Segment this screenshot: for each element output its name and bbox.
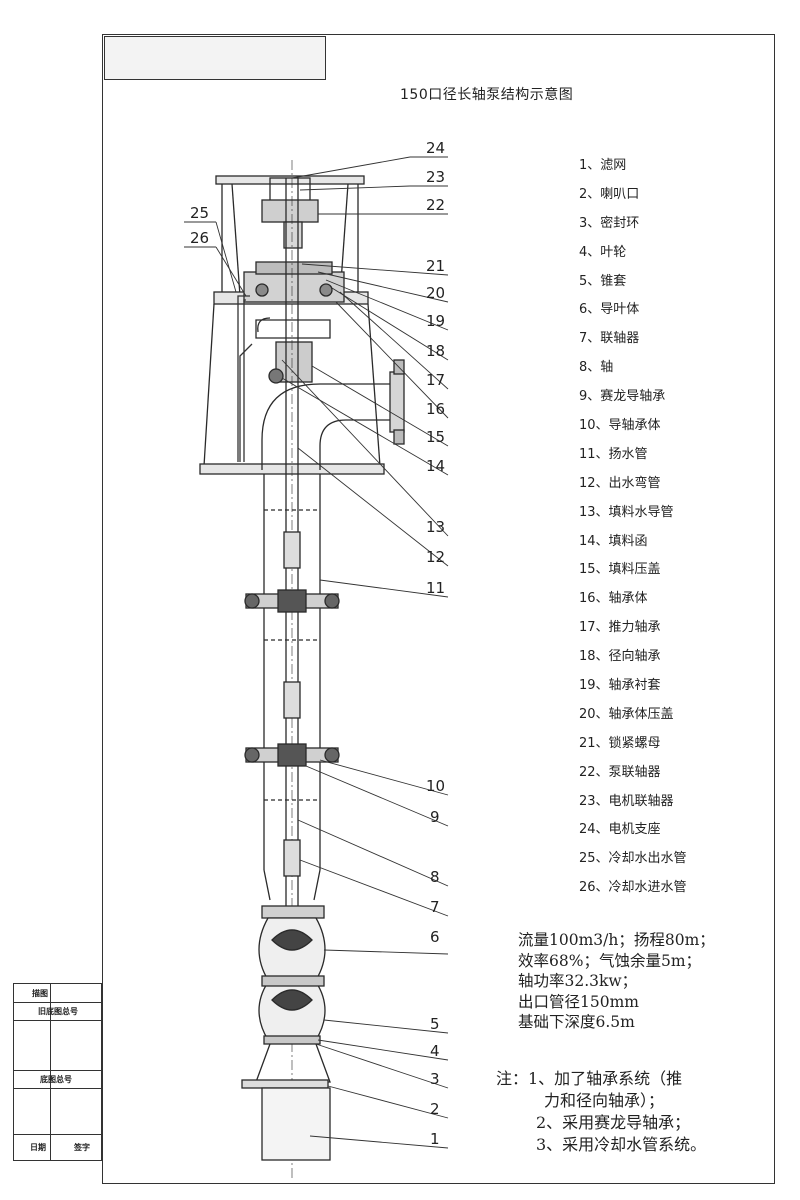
part-item: 4、叶轮 [579,244,627,260]
callout-11: 11 [426,579,445,597]
pump-assembly [199,160,405,1180]
spec-line: 效率68%；气蚀余量5m； [518,951,702,970]
callout-13: 13 [426,518,445,536]
part-item: 16、轴承体 [579,591,648,607]
callout-12: 12 [426,548,445,566]
callout-19: 19 [426,312,445,330]
callout-4: 4 [430,1042,440,1060]
guide-bearing-1 [244,589,340,613]
pump-coupling [261,199,319,223]
title-block: 描图 旧底图总号 底图总号 日期 签字 [13,983,102,1161]
tb-old-base-label: 旧底图总号 [38,1007,78,1016]
tb-date-label: 日期 [30,1143,46,1152]
part-item: 3、密封环 [579,215,640,231]
callout-6: 6 [430,928,440,946]
part-item: 18、径向轴承 [579,649,661,665]
callout-9: 9 [430,808,440,826]
part-item: 22、泵联轴器 [579,764,661,780]
spec-line: 出口管径150mm [518,992,639,1011]
spec-line: 流量100m3/h；扬程80m； [518,931,715,949]
callout-10: 10 [426,777,445,795]
part-item: 11、扬水管 [579,446,648,462]
callout-16: 16 [426,400,445,418]
callout-5: 5 [430,1015,440,1033]
note-3: 3、采用冷却水管系统。 [536,1135,707,1154]
part-item: 2、喇叭口 [579,186,640,202]
callout-2: 2 [430,1100,440,1118]
spec-line: 轴功率32.3kw； [518,972,638,990]
part-item: 10、导轴承体 [579,418,661,434]
notes: 注：1、加了轴承系统（推 力和径向轴承）； 2、采用赛龙导轴承； 3、采用冷却水… [496,1068,706,1156]
strainer [261,1087,331,1161]
part-item: 7、联轴器 [579,331,640,347]
note-1: 注：1、加了轴承系统（推 [496,1069,683,1088]
callout-3: 3 [430,1070,440,1088]
note-2: 2、采用赛龙导轴承； [536,1113,691,1132]
callout-25: 25 [190,204,209,222]
part-item: 8、轴 [579,360,614,376]
part-item: 9、赛龙导轴承 [579,389,666,405]
part-item: 26、冷却水进水管 [579,880,687,896]
part-item: 20、轴承体压盖 [579,706,674,722]
part-item: 14、填料函 [579,533,648,549]
part-item: 21、锁紧螺母 [579,735,661,751]
callout-22: 22 [426,196,445,214]
callout-23: 23 [426,168,445,186]
callout-24: 24 [426,139,445,157]
lift-pipe [263,474,321,877]
callout-7: 7 [430,898,440,916]
tb-base-label: 底图总号 [40,1075,72,1084]
part-item: 5、锥套 [579,273,627,289]
title-strip [104,36,326,80]
callout-20: 20 [426,284,445,302]
leader-lines [184,156,449,1149]
callout-18: 18 [426,342,445,360]
guide-bearing-2 [244,743,340,767]
callout-labels: 25 26 24 23 22 21 20 19 18 17 16 15 14 1… [190,139,445,1148]
part-item: 23、电机联轴器 [579,793,674,809]
callout-8: 8 [430,868,440,886]
callout-15: 15 [426,428,445,446]
callout-21: 21 [426,257,445,275]
part-item: 6、导叶体 [579,302,640,318]
callout-17: 17 [426,371,445,389]
packing-gland [268,368,284,384]
part-item: 25、冷却水出水管 [579,851,687,867]
callout-14: 14 [426,457,445,475]
drawing-frame [102,34,775,1184]
bearing-housing [243,261,345,303]
part-item: 15、填料压盖 [579,562,661,578]
part-item: 1、滤网 [579,158,627,173]
part-item: 17、推力轴承 [579,620,661,636]
bowl-assembly [258,905,326,1045]
part-item: 24、电机支座 [579,822,661,838]
note-1-continued: 力和径向轴承）； [544,1091,665,1110]
suction-bell [241,1043,331,1089]
cooling-pipes [237,295,253,462]
part-item: 19、轴承衬套 [579,678,661,694]
tb-tracing-label: 描图 [32,989,48,998]
taper [263,869,321,901]
parts-list: 1、滤网 2、喇叭口 3、密封环 4、叶轮 5、锥套 6、导叶体 7、联轴器 8… [579,156,687,907]
spec-list: 流量100m3/h；扬程80m； 效率68%；气蚀余量5m； 轴功率32.3kw… [518,930,715,1033]
drawing-title: 150口径长轴泵结构示意图 [400,87,574,103]
tb-sign-label: 签字 [74,1143,90,1152]
part-item: 12、出水弯管 [579,475,661,491]
callout-1: 1 [430,1130,440,1148]
spec-line: 基础下深度6.5m [518,1013,635,1031]
callout-26: 26 [190,229,209,247]
part-item: 13、填料水导管 [579,504,674,520]
